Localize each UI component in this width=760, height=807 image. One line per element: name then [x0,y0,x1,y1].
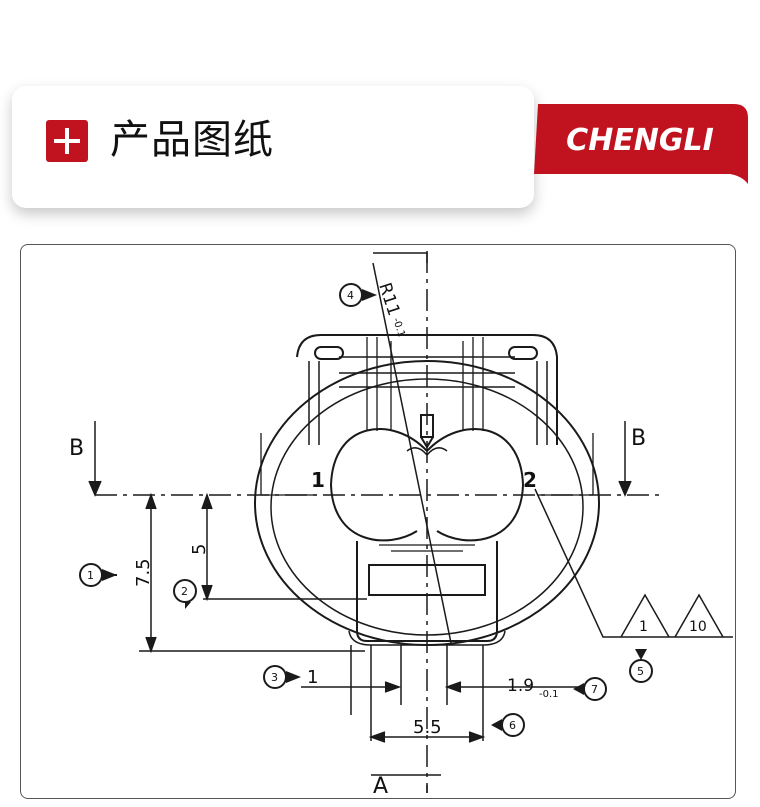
triangle-symbol-1: 1 [639,619,648,635]
pin-number-2: 2 [523,468,537,492]
brand-logo: CHENGLI [534,104,748,184]
pin-number-1: 1 [311,468,325,492]
dimension-width: 5.5 [413,717,442,738]
callout-7: 7 [591,683,598,696]
dimension-height-partial: 5 [189,544,210,555]
section-marker-b-left: B [69,436,84,461]
dimension-pin-width-tolerance: -0.1 [539,689,559,700]
page-title: 产品图纸 [110,117,274,163]
callout-3: 3 [271,671,278,684]
dimension-pin-width: 1.9 [507,676,534,696]
brand-banner [534,104,748,184]
callout-1: 1 [87,569,94,582]
dimension-height-total: 7.5 [133,558,154,587]
section-marker-a: A [373,774,388,798]
callout-4: 4 [347,289,354,302]
plus-icon [46,120,88,162]
drawing-frame: B B A R11 -0.1 1 2 7.5 5 1 1.9 -0.1 5.5 … [20,244,736,799]
brand-logo-text: CHENGLI [566,123,714,158]
dimension-offset: 1 [307,667,318,688]
callout-2: 2 [181,585,188,598]
technical-drawing: B B A R11 -0.1 1 2 7.5 5 1 1.9 -0.1 5.5 … [69,251,733,798]
header-card [12,86,534,208]
triangle-symbol-10: 10 [689,619,707,635]
section-marker-b-right: B [631,426,646,451]
callout-6: 6 [509,719,516,732]
callout-5: 5 [637,665,644,678]
radius-label: R11 [374,280,403,318]
